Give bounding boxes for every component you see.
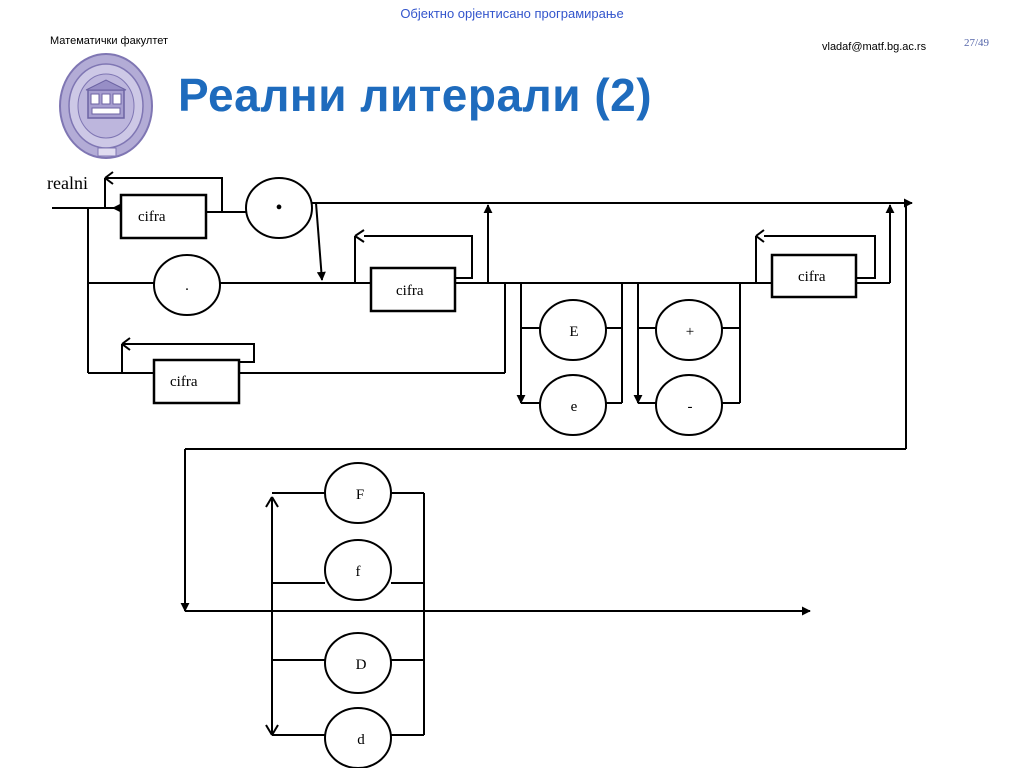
circle-dot-middle: . xyxy=(185,278,189,294)
cifra-box-top-label: cifra xyxy=(138,209,166,225)
circle-dot-top: • xyxy=(275,197,282,219)
page-number: 27/49 xyxy=(964,37,990,49)
cifra-box-bottom: cifra xyxy=(152,358,241,405)
cifra-box-exponent: cifra xyxy=(770,253,858,299)
circle-minus: - xyxy=(688,399,693,415)
cifra-box-middle-label: cifra xyxy=(396,283,424,299)
faculty-name: Математички факултет xyxy=(50,35,169,47)
cifra-box-bottom-label: cifra xyxy=(170,374,198,390)
circle-f: f xyxy=(356,564,361,580)
faculty-seal-logo xyxy=(59,53,153,159)
cifra-box-middle: cifra xyxy=(369,266,457,313)
circle-d: d xyxy=(357,732,365,748)
slide-title: Реални литерали (2) xyxy=(178,69,653,121)
cifra-box-top: cifra xyxy=(119,193,208,240)
circle-e: e xyxy=(571,399,578,415)
cifra-box-exponent-label: cifra xyxy=(798,269,826,285)
circle-plus: + xyxy=(686,324,694,340)
circle-E: E xyxy=(569,324,578,340)
circle-D: D xyxy=(356,657,367,673)
circle-F: F xyxy=(356,487,364,503)
start-label: realni xyxy=(47,173,88,193)
course-title: Објектно орјентисано програмирање xyxy=(400,6,624,21)
author-email: vladaf@matf.bg.ac.rs xyxy=(822,41,927,53)
